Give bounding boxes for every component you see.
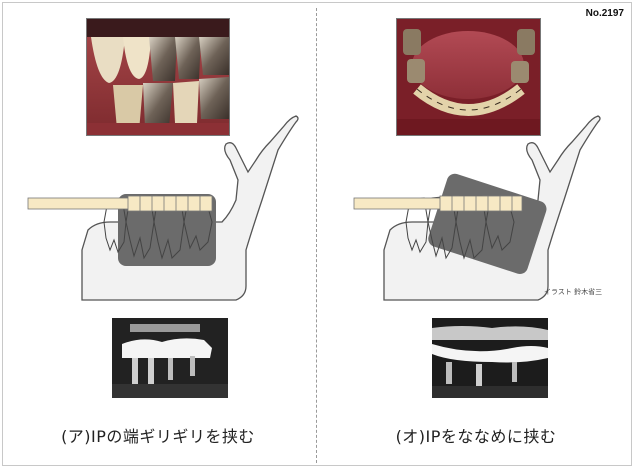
- bite-tab: [354, 198, 444, 209]
- mandible-diagram-right: [318, 0, 634, 320]
- caption-right: (オ)IPをななめに挟む: [318, 423, 634, 447]
- center-divider: [316, 8, 317, 463]
- bite-tab: [28, 198, 132, 209]
- mandible-diagram-left: [0, 0, 316, 320]
- xray-right: [432, 318, 548, 398]
- illustration-credit: イラスト 鈴木省三: [544, 287, 602, 297]
- left-panel: (ア)IPの端ギリギリを挟む: [0, 0, 316, 470]
- caption-left: (ア)IPの端ギリギリを挟む: [0, 423, 316, 447]
- xray-left: [112, 318, 228, 398]
- right-panel: (オ)IPをななめに挟む: [318, 0, 634, 470]
